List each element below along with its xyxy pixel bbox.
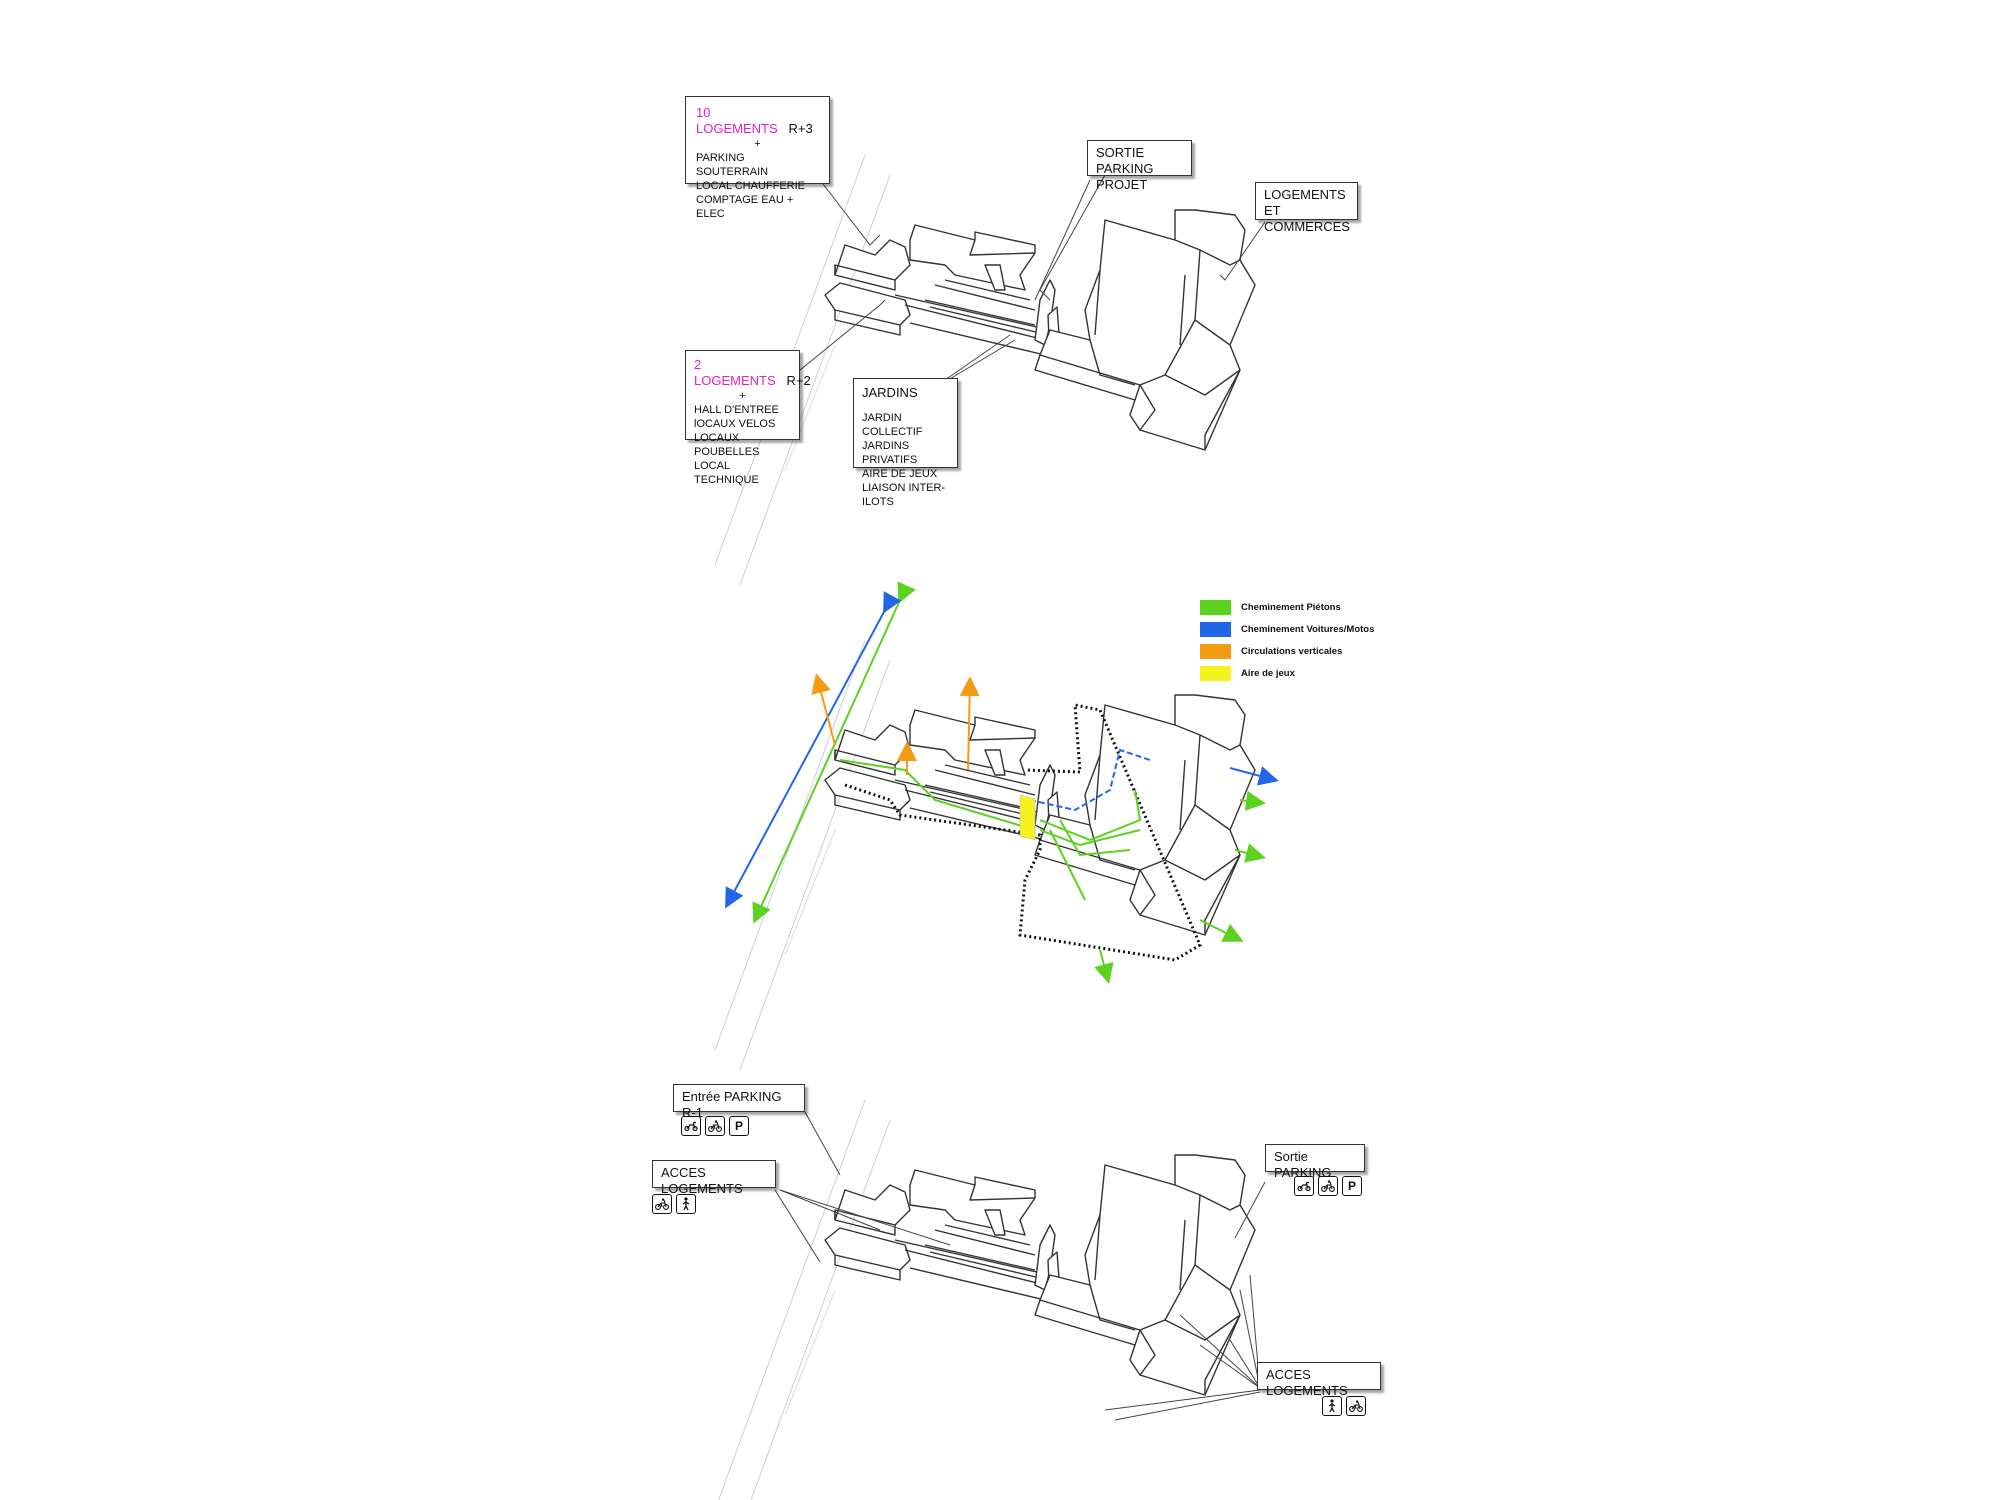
legend-label: Aire de jeux (1241, 667, 1295, 679)
play-area (1019, 794, 1036, 841)
diagram2-building (714, 639, 1256, 1071)
callout-acces-logements-right-title: ACCES LOGEMENTS (1266, 1367, 1348, 1398)
diagram3-leaders (774, 1111, 1266, 1421)
callout-sortie-parking: Sortie PARKING (1265, 1144, 1365, 1180)
legend-item-play: Aire de jeux (1200, 662, 1374, 684)
scooter-icon (681, 1116, 701, 1136)
pedestrian-icon (676, 1194, 696, 1214)
callout-logements-commerces-line2: ET COMMERCES (1264, 203, 1350, 234)
legend-swatch (1200, 643, 1231, 659)
legend-label: Circulations verticales (1241, 645, 1343, 657)
callout-2-logements-line: HALL D'ENTREE (694, 404, 779, 416)
callout-acces-logements-right: ACCES LOGEMENTS (1257, 1362, 1381, 1398)
callout-sortie-parking-line2: PROJET (1096, 177, 1148, 192)
pedestrian-icon (1322, 1396, 1342, 1416)
acces-logements-right-icons (1322, 1396, 1366, 1416)
callout-jardins-title: JARDINS (862, 385, 918, 400)
callout-jardins: JARDINS JARDIN COLLECTIF JARDINS PRIVATI… (853, 378, 958, 508)
bicycle-icon (652, 1194, 672, 1214)
legend-label: Cheminement Voitures/Motos (1241, 623, 1375, 635)
callout-acces-logements-left-title: ACCES LOGEMENTS (661, 1165, 743, 1196)
callout-2-logements-line: lOCAUX VELOS (694, 418, 776, 430)
diagram2-flows (725, 581, 1279, 984)
legend-swatch (1200, 665, 1231, 681)
scooter-icon (1294, 1176, 1314, 1196)
callout-2-logements-line: LOCAL TECHNIQUE (694, 460, 759, 486)
callout-10-logements-line: COMPTAGE EAU + ELEC (696, 194, 794, 220)
diagram3-building (714, 1099, 1256, 1500)
acces-logements-left-icons (652, 1194, 696, 1214)
flow-legend: Cheminement Piétons Cheminement Voitures… (1200, 596, 1374, 684)
legend-item-pedestrian: Cheminement Piétons (1200, 596, 1374, 618)
callout-jardins-line: JARDINS PRIVATIFS (862, 440, 918, 466)
callout-jardins-line: LIAISON INTER-ILOTS (862, 482, 946, 508)
callout-10-logements-plus: + (754, 138, 761, 150)
bicycle-icon (1346, 1396, 1366, 1416)
bicycle-icon (1318, 1176, 1338, 1196)
callout-2-logements-title: 2 LOGEMENTS (694, 357, 776, 388)
callout-jardins-line: AIRE DE JEUX (862, 468, 938, 480)
legend-swatch (1200, 621, 1231, 637)
entree-parking-icons: P (681, 1116, 749, 1136)
callout-10-logements-line: LOCAL CHAUFFERIE (696, 180, 806, 192)
callout-logements-commerces-line1: LOGEMENTS (1264, 187, 1346, 202)
bicycle-icon (705, 1116, 725, 1136)
callout-2-logements-plus: + (739, 390, 746, 402)
callout-2-logements-line: LOCAUX POUBELLES (694, 432, 760, 458)
legend-item-vertical: Circulations verticales (1200, 640, 1374, 662)
callout-10-logements: 10 LOGEMENTS R+3 + PARKING SOUTERRAIN LO… (685, 96, 830, 220)
callout-sortie-parking-projet: SORTIE PARKING PROJET (1087, 140, 1192, 192)
callout-acces-logements-left: ACCES LOGEMENTS (652, 1160, 776, 1196)
callout-2-logements-level: R+2 (786, 373, 811, 388)
callout-10-logements-title: 10 LOGEMENTS (696, 105, 778, 136)
parking-icon: P (729, 1116, 749, 1136)
callout-10-logements-level: R+3 (788, 121, 813, 136)
callout-10-logements-line: PARKING SOUTERRAIN (696, 152, 769, 178)
diagram1-leaders (799, 174, 1266, 381)
callout-sortie-parking-line1: SORTIE PARKING (1096, 145, 1154, 176)
callout-entree-parking: Entrée PARKING R-1 (673, 1084, 805, 1120)
callout-sortie-parking-title: Sortie PARKING (1274, 1149, 1332, 1180)
sortie-parking-icons: P (1294, 1176, 1362, 1196)
callout-2-logements: 2 LOGEMENTS R+2 + HALL D'ENTREE lOCAUX V… (685, 350, 811, 486)
callout-logements-commerces: LOGEMENTS ET COMMERCES (1255, 182, 1358, 234)
parking-icon: P (1342, 1176, 1362, 1196)
legend-label: Cheminement Piétons (1241, 601, 1341, 613)
legend-item-vehicles: Cheminement Voitures/Motos (1200, 618, 1374, 640)
legend-swatch (1200, 599, 1231, 615)
callout-jardins-line: JARDIN COLLECTIF (862, 412, 923, 438)
